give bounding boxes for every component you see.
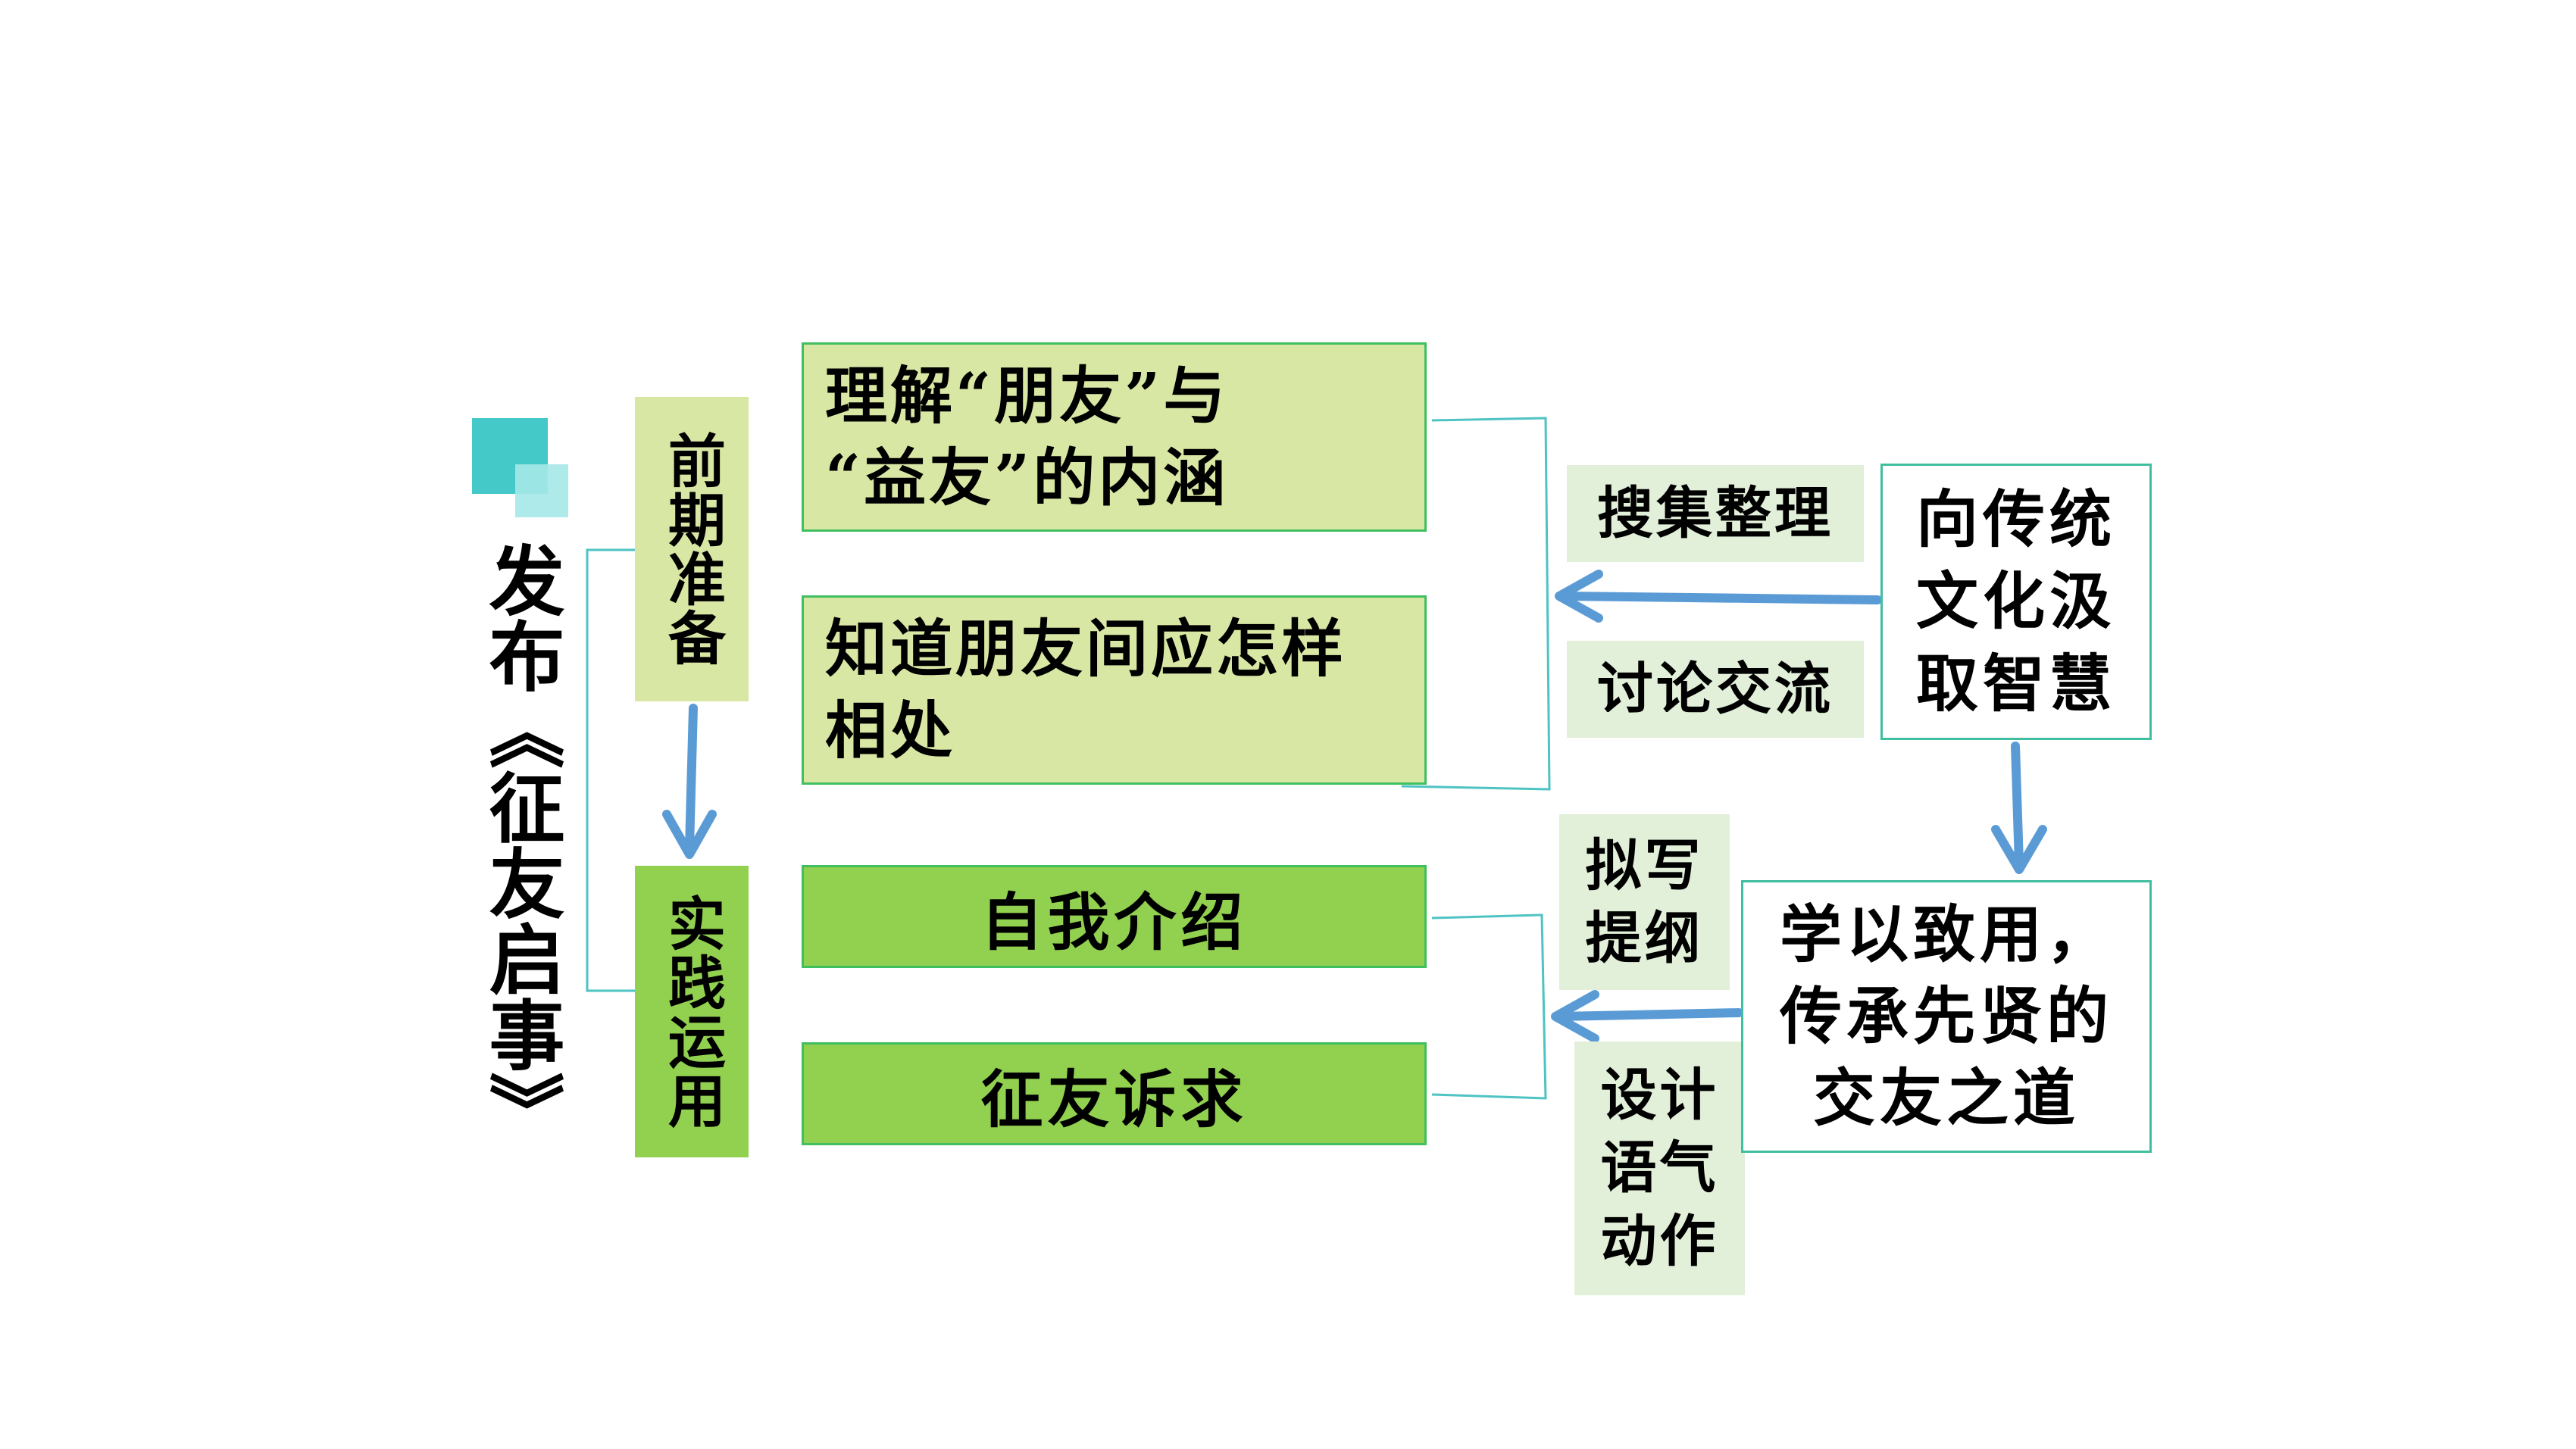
goal-apply: 学以致用， 传承先贤的 交友之道 (1741, 880, 2152, 1153)
decor-square-light (515, 464, 568, 517)
page-title: 发布《征友启事》 (476, 542, 564, 1148)
method-design: 设计 语气 动作 (1574, 1041, 1745, 1295)
method-outline: 拟写 提纲 (1559, 814, 1730, 990)
arrow-apply-left-head (1551, 990, 1599, 1043)
method-discuss: 讨论交流 (1567, 641, 1864, 738)
task-understand-friends: 理解“朋友”与 “益友”的内涵 (802, 342, 1427, 532)
arrow-tradition-left-head (1555, 570, 1603, 623)
lower-bracket-line (1431, 913, 1547, 1100)
stage-practice: 实践运用 (635, 866, 749, 1157)
method-collect: 搜集整理 (1567, 465, 1864, 562)
task-friend-request: 征友诉求 (802, 1042, 1427, 1145)
title-bracket (586, 548, 635, 992)
arrow-apply-left (1556, 1008, 1743, 1021)
arrow-prep-to-practice-head (662, 810, 717, 859)
arrow-tradition-down (2011, 742, 2024, 868)
arrow-tradition-left (1560, 592, 1882, 604)
stage-prep: 前期准备 (635, 397, 749, 701)
goal-tradition: 向传统 文化汲 取智慧 (1880, 464, 2152, 740)
task-self-intro: 自我介绍 (802, 865, 1427, 968)
arrow-prep-to-practice (685, 704, 698, 853)
arrow-tradition-down-head (1991, 825, 2047, 874)
upper-bracket-line (1401, 417, 1551, 791)
task-how-to-get-along: 知道朋友间应怎样 相处 (802, 595, 1427, 785)
